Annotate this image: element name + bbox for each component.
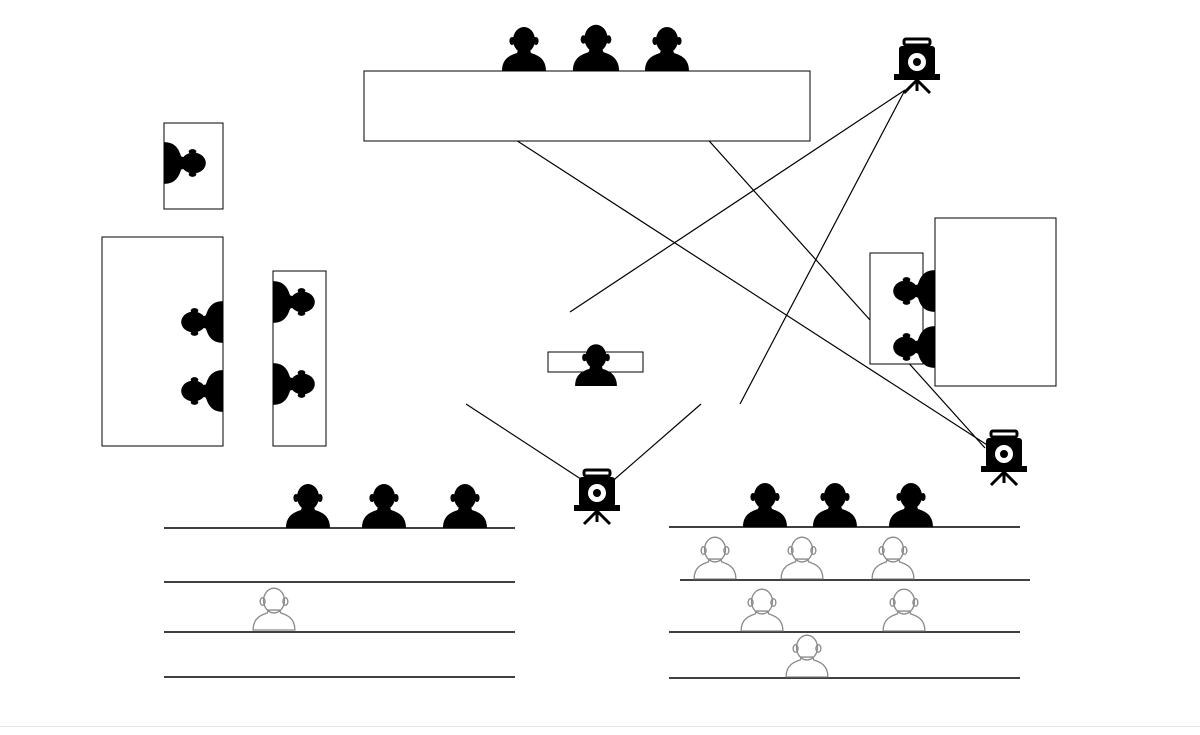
person-outline-icon bbox=[871, 536, 915, 580]
person-outline-icon bbox=[882, 588, 926, 632]
person-silhouette-icon bbox=[502, 27, 546, 71]
person-silhouette-icon bbox=[164, 142, 206, 184]
sight-line-camera-top-right-to-center bbox=[569, 89, 906, 313]
person-silhouette-icon bbox=[273, 363, 315, 405]
sight-line-camera-right-to-desk-2 bbox=[657, 83, 986, 449]
person-silhouette-icon bbox=[893, 270, 935, 312]
left-large-desk bbox=[101, 236, 224, 447]
person-outline-icon bbox=[740, 588, 784, 632]
person-silhouette-icon bbox=[893, 326, 935, 368]
sight-line-camera-right-to-desk bbox=[487, 121, 999, 453]
presenter-desk bbox=[363, 70, 811, 142]
camera-bottom-center bbox=[574, 468, 620, 526]
person-silhouette-icon bbox=[181, 301, 223, 343]
person-outline-icon bbox=[693, 536, 737, 580]
person-silhouette-icon bbox=[181, 370, 223, 412]
person-silhouette-icon bbox=[645, 27, 689, 71]
person-outline-icon bbox=[780, 536, 824, 580]
person-silhouette-icon bbox=[362, 484, 406, 528]
sight-line-camera-top-right-down bbox=[739, 89, 906, 405]
person-silhouette-icon bbox=[575, 344, 617, 386]
bottom-divider bbox=[0, 726, 1200, 727]
person-silhouette-icon bbox=[443, 484, 487, 528]
person-outline-icon bbox=[252, 587, 296, 631]
camera-right bbox=[981, 429, 1027, 487]
person-silhouette-icon bbox=[572, 24, 620, 71]
person-silhouette-icon bbox=[743, 483, 787, 527]
right-large-desk bbox=[934, 217, 1057, 387]
person-silhouette-icon bbox=[889, 483, 933, 527]
camera-top-right bbox=[894, 37, 940, 95]
sight-line-camera-bottom-left bbox=[465, 403, 591, 486]
person-silhouette-icon bbox=[286, 484, 330, 528]
person-silhouette-icon bbox=[273, 281, 315, 323]
person-silhouette-icon bbox=[813, 483, 857, 527]
sight-line-camera-bottom-right bbox=[607, 403, 702, 486]
person-outline-icon bbox=[785, 634, 829, 678]
